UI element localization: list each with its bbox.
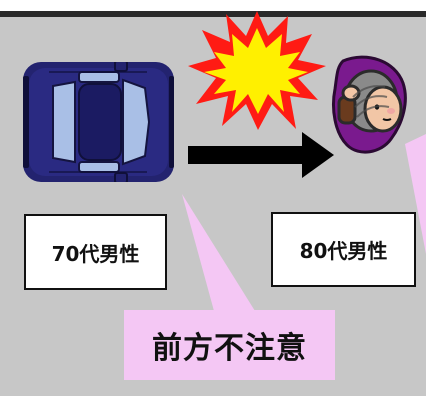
road-edge-line (0, 11, 426, 17)
cause-callout: 前方不注意 (124, 310, 335, 380)
arrow-right-icon (188, 132, 334, 178)
elderly-pedestrian-icon (325, 55, 415, 155)
cause-callout-text: 前方不注意 (152, 331, 307, 366)
callout-bubble-edge (405, 134, 426, 254)
driver-age-text: 70代男性 (51, 241, 140, 266)
impact-burst-icon (186, 8, 328, 133)
pedestrian-age-text: 80代男性 (299, 239, 388, 263)
car-icon (19, 62, 178, 182)
driver-age-label: 70代男性 (24, 214, 167, 290)
pedestrian-age-label: 80代男性 (271, 212, 416, 287)
